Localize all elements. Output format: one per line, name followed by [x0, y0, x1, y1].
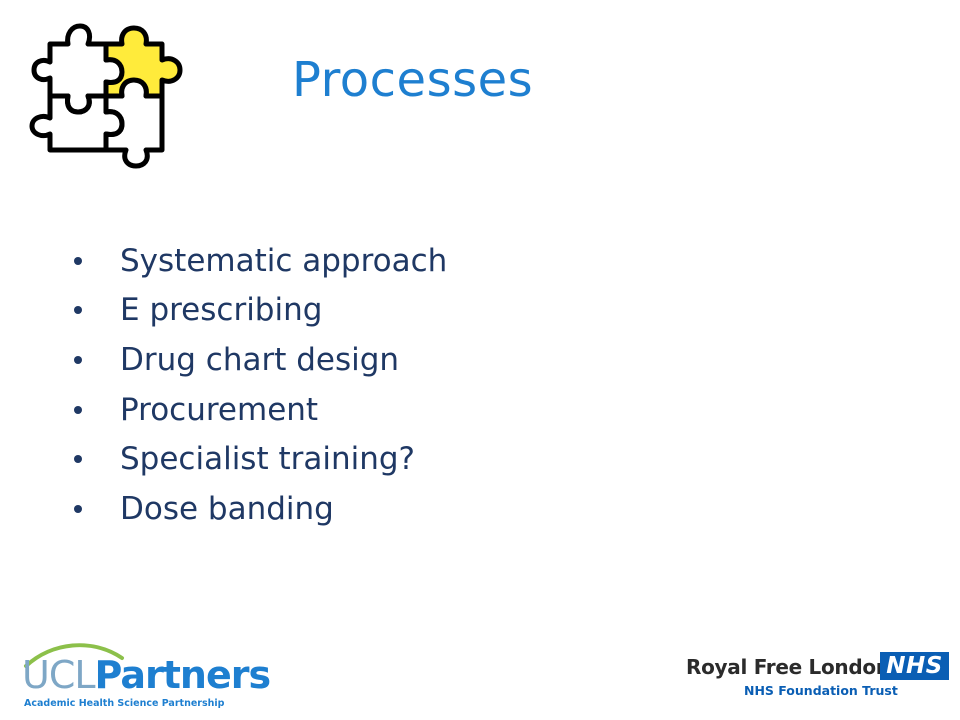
bullet-icon	[74, 405, 82, 414]
uclpartners-logo: UCLPartners Academic Health Science Part…	[22, 640, 271, 712]
slide-title: Processes	[292, 52, 534, 108]
list-item: Procurement	[72, 385, 447, 435]
bullet-icon	[74, 504, 82, 513]
ucl-text: UCL	[22, 653, 96, 697]
puzzle-pieces-icon	[29, 23, 183, 169]
royal-free-name: Royal Free London	[686, 655, 890, 679]
list-item-label: E prescribing	[120, 292, 323, 329]
royal-free-subtitle: NHS Foundation Trust	[744, 683, 898, 698]
list-item-label: Dose banding	[120, 490, 334, 527]
list-item-label: Procurement	[120, 391, 319, 428]
list-item-label: Drug chart design	[120, 341, 400, 378]
bullet-icon	[74, 306, 82, 315]
list-item: E prescribing	[72, 286, 447, 336]
nhs-badge: NHS	[880, 652, 949, 680]
uclpartners-subtitle: Academic Health Science Partnership	[24, 698, 225, 709]
bullet-list: Systematic approach E prescribing Drug c…	[72, 236, 447, 534]
bullet-icon	[74, 455, 82, 464]
bullet-icon	[74, 256, 82, 265]
list-item-label: Systematic approach	[120, 242, 448, 279]
list-item: Dose banding	[72, 484, 447, 534]
partners-text: Partners	[94, 653, 272, 697]
list-item: Systematic approach	[72, 236, 447, 286]
logo-arc-icon	[24, 643, 124, 668]
list-item: Specialist training?	[72, 434, 447, 484]
bullet-icon	[74, 355, 82, 364]
royal-free-logo: Royal Free London NHS NHS Foundation Tru…	[686, 652, 951, 700]
list-item-label: Specialist training?	[120, 441, 416, 478]
list-item: Drug chart design	[72, 335, 447, 385]
uclpartners-wordmark: UCLPartners	[22, 653, 272, 697]
